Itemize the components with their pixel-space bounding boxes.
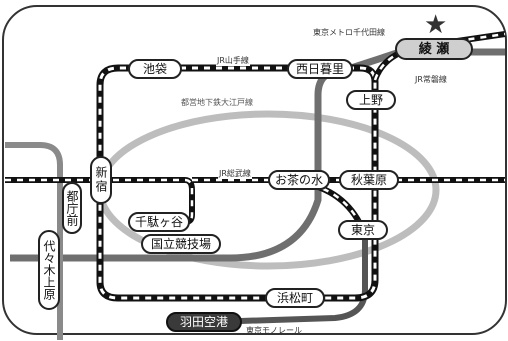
station-ayase-label: 綾 瀬 [418,41,450,57]
line-label-monorail: 東京モノレール [246,326,302,335]
star-icon: ★ [424,10,448,40]
line-label-joban: JR常磐線 [415,75,447,84]
odakyu-line [5,142,63,340]
station-akihabara-label: 秋葉原 [350,173,387,187]
station-sendagaya[interactable]: 千駄ヶ谷 [128,212,190,232]
station-nishinippori-label: 西日暮里 [295,62,344,76]
station-sendagaya-label: 千駄ヶ谷 [134,215,183,229]
station-shinjuku[interactable]: 新宿 [90,156,112,204]
line-label-oedo: 都営地下鉄大江戸線 [181,98,253,107]
station-hamamatsucho[interactable]: 浜松町 [265,288,325,308]
station-ueno[interactable]: 上野 [346,90,396,110]
station-kokuritsu[interactable]: 国立競技場 [141,234,221,254]
station-akihabara[interactable]: 秋葉原 [339,170,399,190]
station-tochomae[interactable]: 都庁前 [62,182,82,234]
station-ikebukuro-label: 池袋 [142,62,167,76]
station-ueno-label: 上野 [358,93,383,107]
station-nishinippori[interactable]: 西日暮里 [287,59,353,79]
station-tochomae-label: 都庁前 [65,190,79,226]
station-tokyo-label: 東京 [350,223,375,237]
station-haneda-label: 羽田空港 [179,315,228,329]
line-label-yamanote: JR山手線 [216,55,250,66]
station-hamamatsucho-label: 浜松町 [276,291,313,305]
station-kokuritsu-label: 国立競技場 [150,237,211,251]
line-label-chiyoda: 東京メトロ千代田線 [312,27,386,38]
station-ochanomizu-label: お茶の水 [274,173,323,187]
station-ayase[interactable]: 綾 瀬 [395,38,473,60]
station-ochanomizu[interactable]: お茶の水 [268,170,330,190]
monorail-line [209,232,368,325]
station-ikebukuro[interactable]: 池袋 [128,59,182,79]
station-haneda[interactable]: 羽田空港 [166,312,242,332]
yamanote-line [96,64,379,302]
station-shinjuku-label: 新宿 [94,166,108,194]
station-yoyogi-uehara-label: 代々木上原 [42,240,56,300]
map-frame [2,5,507,335]
station-tokyo[interactable]: 東京 [338,220,388,240]
station-yoyogi-uehara[interactable]: 代々木上原 [38,230,60,310]
line-label-sobu: JR総武線 [218,168,252,179]
